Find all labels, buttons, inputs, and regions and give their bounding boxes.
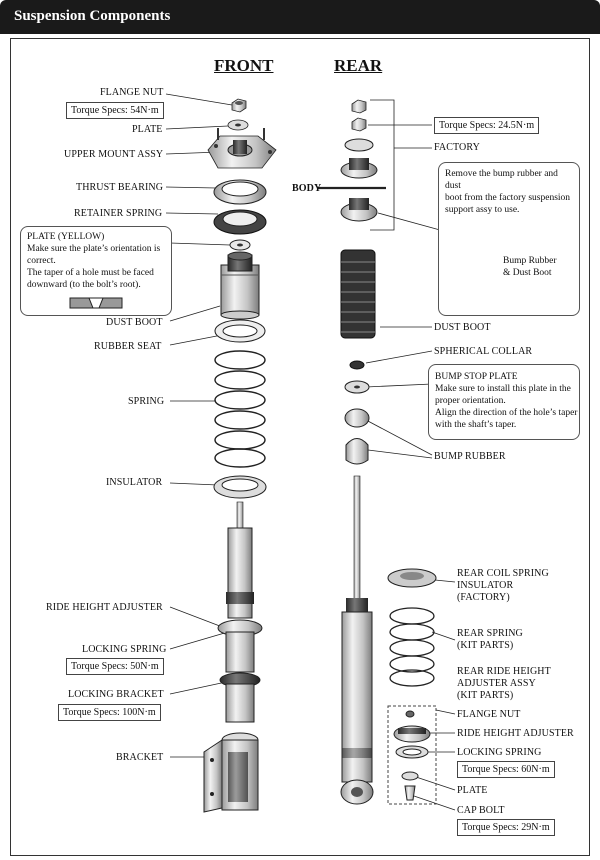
label-front-locking-bracket: LOCKING BRACKET (68, 689, 164, 700)
note-line: downward (to the bolt’s root). (27, 280, 141, 290)
rear-dust-boot (340, 249, 376, 339)
note-line: correct. (27, 256, 56, 266)
rear-bump-rubber-upper (344, 408, 370, 428)
front-dust-boot (220, 251, 260, 320)
note-line: Remove the bump rubber and (445, 169, 558, 179)
label-front-retainer-spring: RETAINER SPRING (74, 208, 163, 219)
rear-cap-bolt (404, 785, 416, 801)
label-front-dust-boot: DUST BOOT (106, 317, 163, 328)
note-line: proper orientation. (435, 396, 506, 406)
label-rear-spring-2: (KIT PARTS) (457, 640, 514, 651)
label-dust-boot: & Dust Boot (503, 268, 552, 278)
label-front-insulator: INSULATOR (106, 477, 163, 488)
front-retainer-spring (213, 209, 267, 235)
front-insulator (213, 475, 267, 499)
note-line: Make sure to install this plate in the (435, 384, 571, 394)
label-rear-coil-insulator-1: REAR COIL SPRING (457, 568, 549, 579)
rear-spherical-collar (349, 360, 365, 370)
rear-ride-height-adjuster (393, 725, 431, 743)
label-rear-coil-insulator-2: INSULATOR (457, 580, 514, 591)
rear-adjuster-assy-box (387, 705, 437, 805)
note-line: with the shaft’s taper. (435, 420, 517, 430)
spec-rear-cap-bolt: Torque Specs: 29N·m (457, 819, 555, 836)
rear-spring (389, 607, 435, 687)
label-rear-cap-bolt: CAP BOLT (457, 805, 505, 816)
label-rear-ride-assy-1: REAR RIDE HEIGHT (457, 666, 551, 677)
leader-lines (165, 93, 456, 811)
rear-column-title: REAR (334, 56, 383, 75)
front-flange-nut (231, 98, 247, 113)
label-front-thrust-bearing: THRUST BEARING (76, 182, 164, 193)
label-rear-factory: FACTORY (434, 142, 480, 153)
label-front-bracket: BRACKET (116, 752, 164, 763)
rear-coil-spring-insulator (387, 568, 437, 588)
rear-mount-lower (340, 198, 378, 222)
spec-rear-top-nut: Torque Specs: 24.5N·m (434, 117, 540, 134)
note-line: support assy to use. (445, 205, 520, 215)
label-rear-flange-nut: FLANGE NUT (457, 709, 521, 720)
note-line: The taper of a hole must be faced (27, 268, 154, 278)
note-bump-stop-plate: BUMP STOP PLATE Make sure to install thi… (428, 364, 580, 440)
label-rear-ride-assy-2: ADJUSTER ASSY (457, 678, 536, 689)
label-rear-dust-boot: DUST BOOT (434, 322, 491, 333)
note-plate-yellow-title: PLATE (YELLOW) (27, 232, 105, 242)
note-line: Align the direction of the hole’s taper (435, 408, 578, 418)
front-thrust-bearing (213, 179, 267, 205)
rear-nut-top (351, 99, 367, 114)
label-front-flange-nut: FLANGE NUT (100, 87, 164, 98)
label-front-locking-spring: LOCKING SPRING (82, 644, 167, 655)
rear-bump-stop-plate (344, 380, 370, 394)
front-plate-yellow (229, 239, 251, 251)
rear-bump-rubber-lower (345, 438, 369, 465)
label-front-plate: PLATE (132, 124, 163, 135)
front-plate (227, 119, 249, 131)
label-rear-body: BODY (292, 183, 322, 194)
front-upper-mount (207, 128, 277, 169)
rear-nut-2 (351, 117, 367, 132)
rear-plate (401, 771, 419, 781)
label-front-ride-height-adjuster: RIDE HEIGHT ADJUSTER (46, 602, 163, 613)
label-rear-bump-rubber: BUMP RUBBER (434, 451, 506, 462)
front-damper (217, 501, 263, 723)
note-line: dust (445, 181, 461, 191)
rear-washer (344, 138, 374, 152)
rear-flange-nut (405, 710, 415, 718)
front-bracket (203, 732, 259, 813)
diagram-frame (10, 38, 590, 856)
label-bump-rubber: Bump Rubber (503, 256, 557, 266)
spec-front-flange-nut: Torque Specs: 54N·m (66, 102, 164, 119)
front-column-title: FRONT (214, 56, 274, 75)
label-front-spring: SPRING (128, 396, 165, 407)
note-bump-stop-title: BUMP STOP PLATE (435, 372, 518, 382)
label-front-rubber-seat: RUBBER SEAT (94, 341, 162, 352)
spec-front-locking-spring: Torque Specs: 50N·m (66, 658, 164, 675)
rear-mount-upper (340, 158, 378, 179)
label-rear-spherical-collar: SPHERICAL COLLAR (434, 346, 533, 357)
rear-locking-spring (395, 745, 429, 759)
front-rubber-seat (214, 319, 266, 343)
note-factory-bump-rubber: Remove the bump rubber and dust boot fro… (438, 162, 580, 316)
header-bar: Suspension Components (0, 0, 600, 34)
label-rear-locking-spring: LOCKING SPRING (457, 747, 542, 758)
label-rear-coil-insulator-3: (FACTORY) (457, 592, 510, 603)
label-rear-plate: PLATE (457, 785, 488, 796)
label-rear-ride-height-adjuster: RIDE HEIGHT ADJUSTER (457, 728, 574, 739)
note-line: boot from the factory suspension (445, 193, 571, 203)
spec-rear-locking-spring: Torque Specs: 60N·m (457, 761, 555, 778)
label-rear-spring-1: REAR SPRING (457, 628, 523, 639)
note-plate-yellow: PLATE (YELLOW) Make sure the plate’s ori… (20, 226, 172, 316)
label-rear-ride-assy-3: (KIT PARTS) (457, 690, 514, 701)
rear-damper (340, 475, 374, 805)
spec-front-locking-bracket: Torque Specs: 100N·m (58, 704, 161, 721)
label-front-upper-mount: UPPER MOUNT ASSY (64, 149, 164, 160)
note-line: Make sure the plate’s orientation is (27, 244, 161, 254)
front-spring (214, 350, 266, 468)
page-title: Suspension Components (14, 8, 171, 24)
plate-orientation-icon (69, 297, 123, 309)
